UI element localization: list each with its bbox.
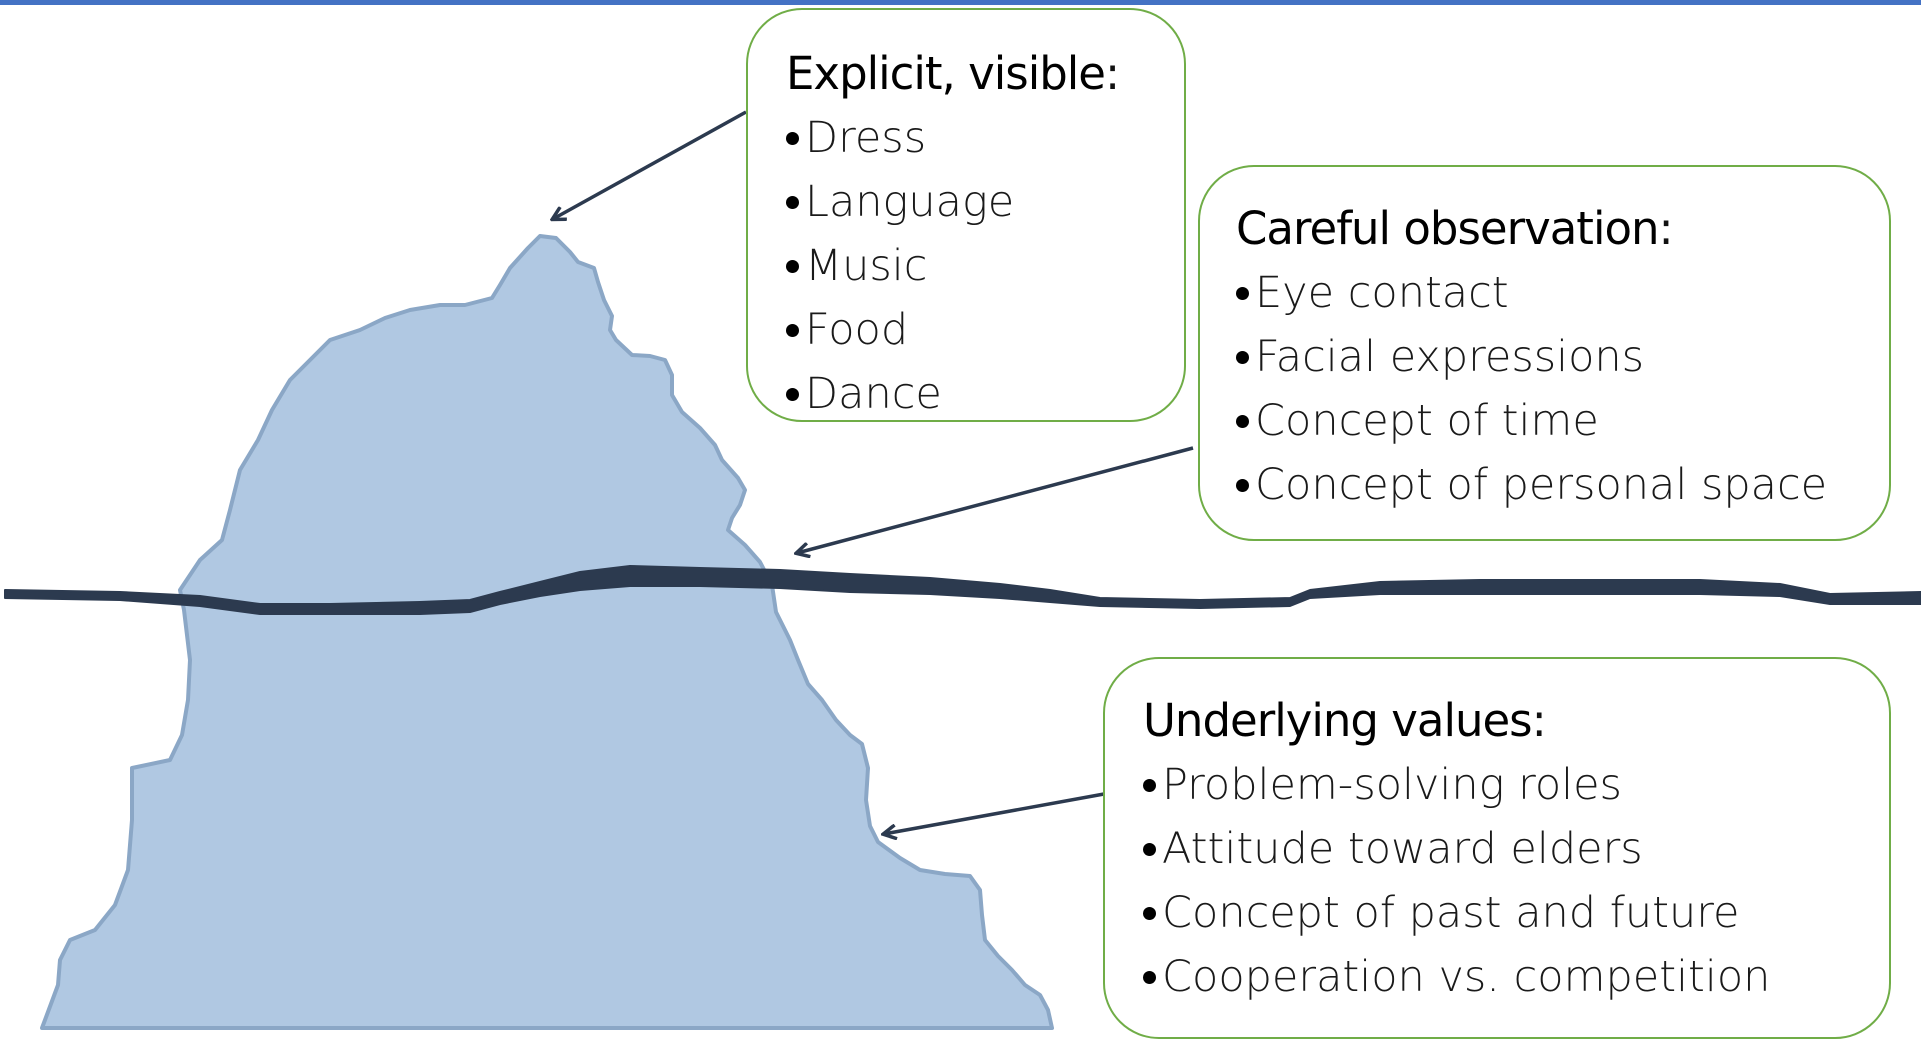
callout-list: Eye contact Facial expressions Concept o… xyxy=(1236,261,1889,517)
bullet-icon xyxy=(1143,971,1156,984)
iceberg-shape xyxy=(40,234,1054,1030)
list-item: Music xyxy=(786,234,1184,298)
callout-heading: Underlying values: xyxy=(1143,689,1889,753)
bullet-icon xyxy=(786,324,799,337)
list-item-text: Attitude toward elders xyxy=(1162,824,1643,874)
list-item: Food xyxy=(786,298,1184,362)
arrow-to-iceberg-base xyxy=(884,792,1105,834)
callout-heading-colon: : xyxy=(1658,202,1674,255)
callout-heading: Careful observation: xyxy=(1236,197,1889,261)
list-item-text: Eye contact xyxy=(1255,268,1509,318)
bullet-icon xyxy=(786,388,799,401)
list-item: Cooperation vs. competition xyxy=(1143,945,1889,1009)
bullet-icon xyxy=(1236,287,1249,300)
list-item-text: Problem-solving roles xyxy=(1162,760,1622,810)
bullet-icon xyxy=(1236,415,1249,428)
arrow-to-iceberg-tip xyxy=(553,110,747,219)
callout-heading-colon: : xyxy=(1531,694,1547,747)
arrow-to-waterline xyxy=(797,446,1194,553)
top-accent-rule xyxy=(0,0,1921,5)
callout-underlying-values: Underlying values: Problem-solving roles… xyxy=(1103,657,1891,1039)
list-item-text: Dance xyxy=(805,369,942,419)
callout-heading-text: Careful observation xyxy=(1236,202,1659,255)
list-item: Eye contact xyxy=(1236,261,1889,325)
bullet-icon xyxy=(786,196,799,209)
bullet-icon xyxy=(1143,779,1156,792)
list-item-text: Facial expressions xyxy=(1255,332,1645,382)
callout-heading-colon: : xyxy=(1104,47,1120,100)
callout-careful-observation: Careful observation: Eye contact Facial … xyxy=(1198,165,1891,541)
list-item-text: Music xyxy=(805,241,928,291)
bullet-icon xyxy=(786,132,799,145)
list-item: Problem-solving roles xyxy=(1143,753,1889,817)
list-item: Dress xyxy=(786,106,1184,170)
list-item: Concept of time xyxy=(1236,389,1889,453)
list-item: Concept of personal space xyxy=(1236,453,1889,517)
list-item: Concept of past and future xyxy=(1143,881,1889,945)
list-item-text: Cooperation vs. competition xyxy=(1162,952,1771,1002)
bullet-icon xyxy=(1143,907,1156,920)
callout-heading-text: Explicit, visible xyxy=(786,47,1106,100)
callout-heading: Explicit, visible: xyxy=(786,42,1184,106)
bullet-icon xyxy=(1236,479,1249,492)
list-item: Facial expressions xyxy=(1236,325,1889,389)
list-item-text: Language xyxy=(805,177,1015,227)
bullet-icon xyxy=(786,260,799,273)
bullet-icon xyxy=(1143,843,1156,856)
list-item: Language xyxy=(786,170,1184,234)
callout-list: Problem-solving roles Attitude toward el… xyxy=(1143,753,1889,1009)
list-item-text: Concept of past and future xyxy=(1162,888,1740,938)
list-item-text: Food xyxy=(805,305,909,355)
callout-explicit-visible: Explicit, visible: Dress Language Music … xyxy=(746,8,1186,422)
waterline xyxy=(4,565,1921,615)
list-item-text: Concept of personal space xyxy=(1255,460,1828,510)
callout-list: Dress Language Music Food Dance xyxy=(786,106,1184,426)
bullet-icon xyxy=(1236,351,1249,364)
list-item-text: Dress xyxy=(805,113,927,163)
list-item: Attitude toward elders xyxy=(1143,817,1889,881)
list-item: Dance xyxy=(786,362,1184,426)
list-item-text: Concept of time xyxy=(1255,396,1599,446)
callout-heading-text: Underlying values xyxy=(1143,694,1533,747)
